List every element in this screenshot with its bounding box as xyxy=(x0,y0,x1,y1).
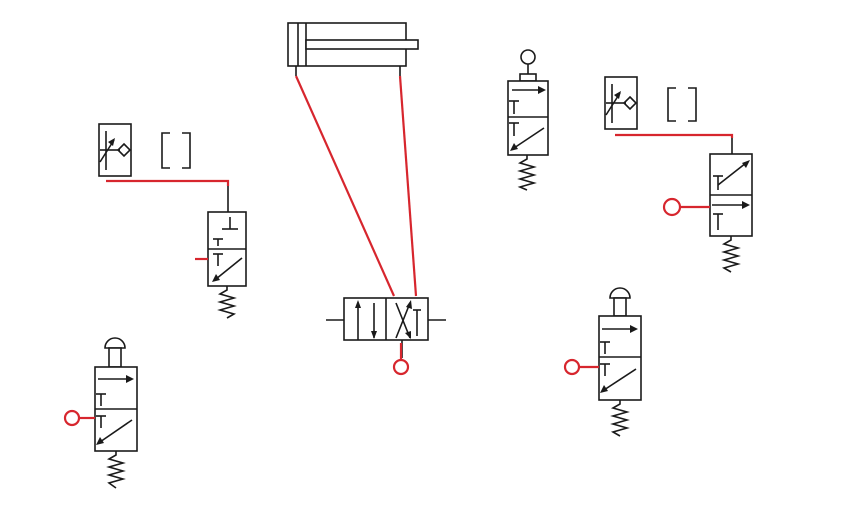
valve-arrow xyxy=(600,385,608,393)
valve-arrow xyxy=(371,331,377,339)
valve-arrow xyxy=(538,86,546,94)
left-pushbutton-valve[interactable] xyxy=(94,337,138,489)
pushbutton-head-icon[interactable] xyxy=(609,287,631,299)
valve-arrow xyxy=(405,331,411,339)
pushbutton-head-icon[interactable] xyxy=(104,337,126,349)
valve-arrow xyxy=(742,201,750,209)
valve-arrow xyxy=(406,300,412,309)
return-spring-icon xyxy=(610,400,630,437)
check-ball xyxy=(622,95,638,111)
return-spring-icon xyxy=(106,451,126,489)
valve-arrow xyxy=(510,143,518,151)
valve-body xyxy=(507,80,549,156)
double-acting-cylinder[interactable] xyxy=(287,22,419,76)
line-throttle-to-right-valve[interactable] xyxy=(615,133,734,138)
cylinder-rod xyxy=(305,39,419,50)
valve-arrow xyxy=(630,325,638,333)
return-spring-icon xyxy=(721,236,741,273)
valve-flow xyxy=(603,368,637,391)
return-spring-icon xyxy=(217,286,237,319)
roller-icon[interactable] xyxy=(520,49,536,65)
valve-arrow xyxy=(96,437,104,445)
five-two-directional-valve[interactable] xyxy=(326,297,446,358)
connector-bracket-left xyxy=(667,87,676,122)
valve-arrow xyxy=(355,300,361,308)
port-left-pushbutton[interactable] xyxy=(63,409,81,427)
valve-flow xyxy=(513,127,545,149)
valve-flow xyxy=(215,257,243,280)
right-pushbutton-valve[interactable] xyxy=(598,287,642,437)
valve-flow xyxy=(99,419,133,443)
connector-bracket-right xyxy=(688,87,697,122)
pushbutton-stem xyxy=(108,347,122,368)
valve-arrow xyxy=(742,160,750,168)
roller-plunger xyxy=(519,73,537,82)
right-three-two-valve[interactable] xyxy=(709,136,753,273)
line-cylinder-b-to-valve[interactable] xyxy=(398,75,418,297)
open-ports xyxy=(63,197,682,427)
throttle-arrow xyxy=(614,91,621,99)
roller-lever-valve[interactable] xyxy=(507,49,549,191)
port-valve-supply[interactable] xyxy=(392,358,410,376)
port-right-pushbutton[interactable] xyxy=(563,358,581,376)
pushbutton-stem xyxy=(613,297,627,317)
valve-flow xyxy=(717,162,747,186)
connector-bracket-right xyxy=(182,132,191,169)
throttle-arrow xyxy=(108,138,115,146)
connector-bracket-left xyxy=(161,132,170,169)
left-three-two-valve[interactable] xyxy=(207,184,247,319)
return-spring-icon xyxy=(517,155,537,191)
line-cylinder-a-to-valve[interactable] xyxy=(294,75,396,297)
right-throttle-check-valve[interactable] xyxy=(604,76,697,130)
line-throttle-to-left-valve[interactable] xyxy=(106,179,230,186)
connection-lines xyxy=(79,75,734,420)
valve-arrow xyxy=(212,274,220,282)
left-throttle-check-valve[interactable] xyxy=(98,123,191,177)
check-ball xyxy=(116,142,132,158)
valve-arrow xyxy=(126,375,134,383)
port-right-valve[interactable] xyxy=(662,197,682,217)
